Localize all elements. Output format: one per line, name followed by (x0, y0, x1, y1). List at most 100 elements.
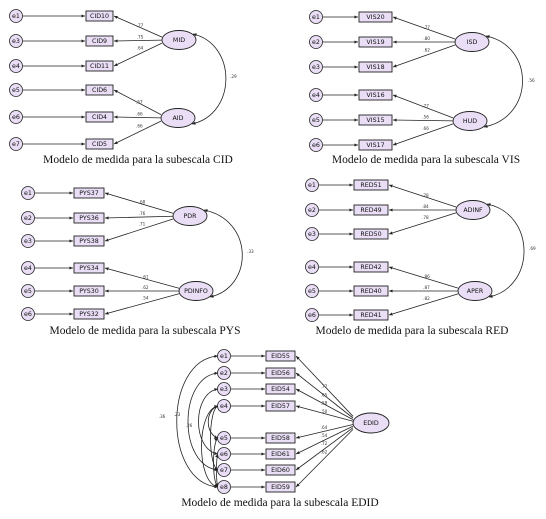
error-node (21, 261, 35, 275)
indicator-box (353, 204, 389, 216)
indicator-box (85, 84, 114, 96)
indicator-label: CID10 (90, 13, 109, 20)
panel-caption: Modelo de medida para la subescala EDID (181, 497, 378, 509)
error-label: e5 (220, 435, 228, 442)
error-node (217, 382, 231, 396)
latent-label: AID (172, 115, 183, 122)
indicator-box (85, 138, 114, 150)
indicator-label: VIS19 (366, 39, 384, 46)
error-node (217, 447, 231, 461)
error-label: e8 (220, 484, 228, 491)
loading-value: .50 (321, 409, 328, 414)
indicator-label: CID4 (92, 114, 107, 121)
indicator-label: VIS18 (366, 64, 384, 71)
indicator-box (353, 179, 389, 191)
error-label: e1 (12, 13, 20, 20)
indicator-box (358, 61, 393, 73)
loading-path (104, 215, 174, 220)
error-covariance-arc (198, 387, 219, 456)
indicator-label: EID55 (271, 353, 290, 360)
error-label: e6 (12, 114, 20, 121)
indicator-box (353, 228, 389, 240)
error-node (9, 9, 23, 23)
correlation-arc (483, 35, 523, 128)
loading-path (295, 355, 354, 417)
loading-value: .75 (137, 34, 144, 39)
panel-caption: Modelo de medida para la subescala RED (316, 325, 509, 337)
loading-value: .65 (321, 393, 328, 398)
indicator-label: CID11 (90, 63, 109, 70)
loading-value: .54 (142, 295, 149, 300)
error-label: e5 (308, 288, 316, 295)
latent-factor (178, 281, 214, 301)
latent-label: EDID (363, 420, 379, 427)
latent-label: ISD (467, 39, 478, 46)
error-label: e4 (24, 265, 32, 272)
indicator-box (358, 89, 393, 101)
error-node (309, 10, 323, 24)
latent-factor (457, 281, 493, 301)
error-node (21, 234, 35, 248)
error-node (217, 349, 231, 363)
indicator-box (73, 262, 105, 274)
panel-caption: Modelo de medida para la subescala VIS (332, 154, 520, 166)
latent-label: APER (467, 288, 484, 295)
indicator-label: RED41 (360, 312, 381, 319)
error-label: e4 (312, 92, 320, 99)
latent-label: ADINF (463, 207, 483, 214)
error-node (217, 366, 231, 380)
latent-factor (172, 206, 208, 226)
loading-value: .58 (321, 401, 328, 406)
indicator-label: PYS32 (79, 311, 99, 318)
indicator-box (85, 60, 114, 72)
error-node (305, 227, 319, 241)
loading-value: .62 (142, 285, 149, 290)
indicator-box (358, 11, 393, 23)
error-node (21, 284, 35, 298)
indicator-label: CID6 (92, 87, 107, 94)
error-node (305, 260, 319, 274)
loading-path (295, 424, 354, 439)
loading-value: .77 (422, 103, 429, 108)
loading-value: .77 (423, 25, 430, 30)
covariance-value: .23 (174, 412, 181, 417)
indicator-label: VIS15 (366, 117, 384, 124)
error-node (21, 186, 35, 200)
loading-value: .77 (321, 384, 328, 389)
loading-path (295, 388, 354, 420)
panel-caption: Modelo de medida para la subescala PYS (50, 325, 241, 337)
loading-value: .76 (139, 211, 146, 216)
indicator-box (265, 383, 296, 395)
indicator-box (73, 308, 105, 320)
latent-factor (161, 30, 197, 50)
indicator-box (265, 464, 296, 476)
indicator-label: RED50 (360, 231, 381, 238)
loading-path (392, 94, 454, 119)
loading-value: .66 (136, 124, 143, 129)
loading-value: .87 (423, 285, 430, 290)
loading-path (104, 192, 174, 214)
error-node (9, 83, 23, 97)
loading-value: .64 (321, 425, 328, 430)
loading-path (295, 427, 354, 471)
loading-path (392, 16, 456, 40)
indicator-box (358, 114, 393, 126)
error-label: e1 (308, 182, 316, 189)
indicator-box (265, 448, 296, 460)
indicator-label: EID58 (271, 435, 290, 442)
latent-label: PDINFO (184, 288, 208, 295)
indicator-box (353, 261, 389, 273)
loading-path (392, 118, 454, 122)
loading-path (113, 39, 163, 43)
loading-value: .77 (137, 23, 144, 28)
indicator-label: EID59 (271, 484, 290, 491)
correlation-arc (486, 203, 525, 298)
error-label: e1 (24, 190, 32, 197)
loading-value: .78 (422, 215, 429, 220)
loading-value: .66 (422, 126, 429, 131)
covariance-value: .26 (186, 423, 193, 428)
error-node (305, 284, 319, 298)
indicator-box (73, 235, 105, 247)
error-label: e7 (220, 467, 228, 474)
